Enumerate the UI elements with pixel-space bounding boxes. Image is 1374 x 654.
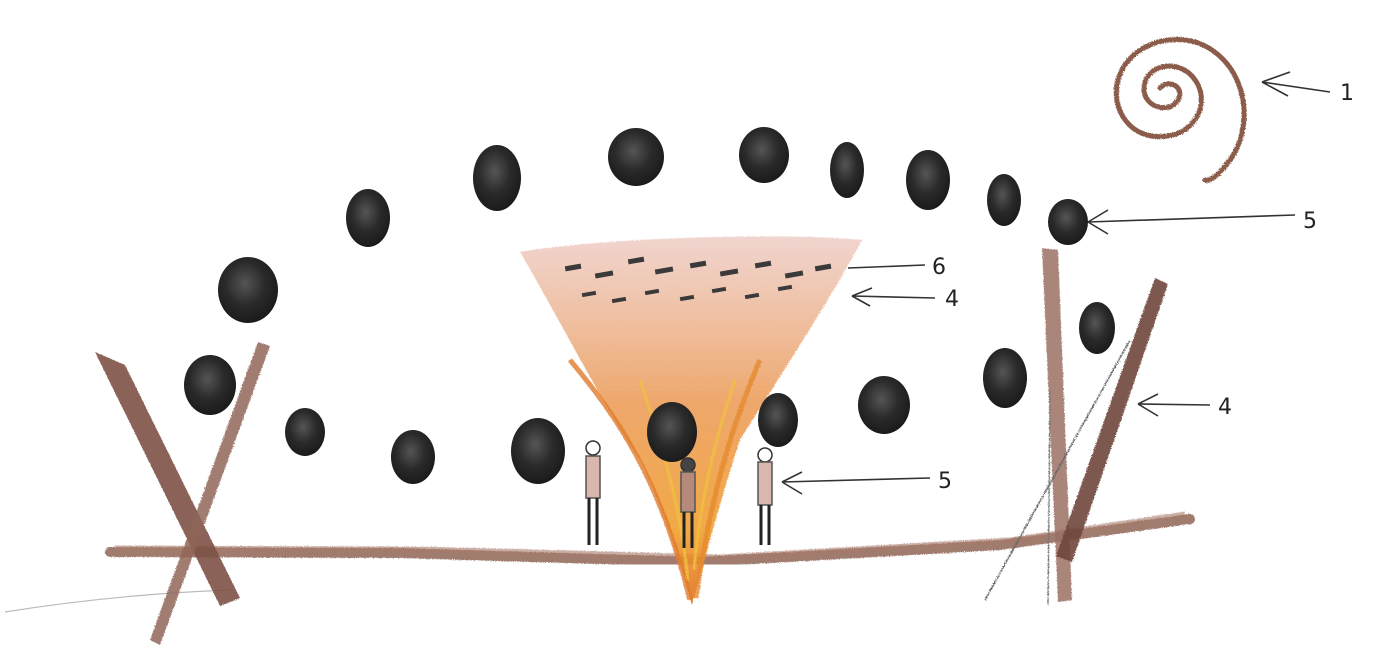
dark-circle bbox=[758, 393, 798, 447]
label-plume: 4 bbox=[945, 287, 959, 312]
figure-left bbox=[586, 441, 600, 545]
annotation-spiral: 1 bbox=[1262, 72, 1354, 106]
dark-circle bbox=[184, 355, 236, 415]
dark-circle bbox=[739, 127, 789, 183]
dark-circle bbox=[346, 189, 390, 247]
dark-circle bbox=[1079, 302, 1115, 354]
pencil-guide-line bbox=[5, 590, 230, 612]
dark-circle bbox=[647, 402, 697, 462]
dark-circle bbox=[511, 418, 565, 484]
ground-line bbox=[110, 514, 1190, 562]
label-circle: 5 bbox=[1303, 209, 1317, 234]
dark-circle bbox=[830, 142, 864, 198]
annotation-circle: 5 bbox=[1088, 209, 1317, 234]
dark-circle bbox=[1048, 199, 1088, 245]
annotation-figures: 5 bbox=[782, 469, 952, 494]
dark-circle bbox=[285, 408, 325, 456]
dark-circle bbox=[473, 145, 521, 211]
label-plume-top: 6 bbox=[932, 255, 946, 280]
dark-circle bbox=[987, 174, 1021, 226]
label-figures: 5 bbox=[938, 469, 952, 494]
annotation-plume: 4 bbox=[852, 287, 959, 312]
dark-circle bbox=[391, 430, 435, 484]
dark-circle bbox=[608, 128, 664, 186]
label-pole: 4 bbox=[1218, 395, 1232, 420]
figure-right bbox=[758, 448, 772, 545]
dark-circle bbox=[983, 348, 1027, 408]
right-crossed-poles bbox=[985, 248, 1168, 605]
dark-circle bbox=[906, 150, 950, 210]
dark-circle bbox=[218, 257, 278, 323]
annotation-pole: 4 bbox=[1138, 394, 1232, 420]
left-crossed-poles bbox=[95, 342, 270, 645]
annotation-plume-top: 6 bbox=[848, 255, 946, 280]
label-spiral: 1 bbox=[1340, 81, 1354, 106]
spiral bbox=[1116, 40, 1244, 181]
dark-circle bbox=[858, 376, 910, 434]
